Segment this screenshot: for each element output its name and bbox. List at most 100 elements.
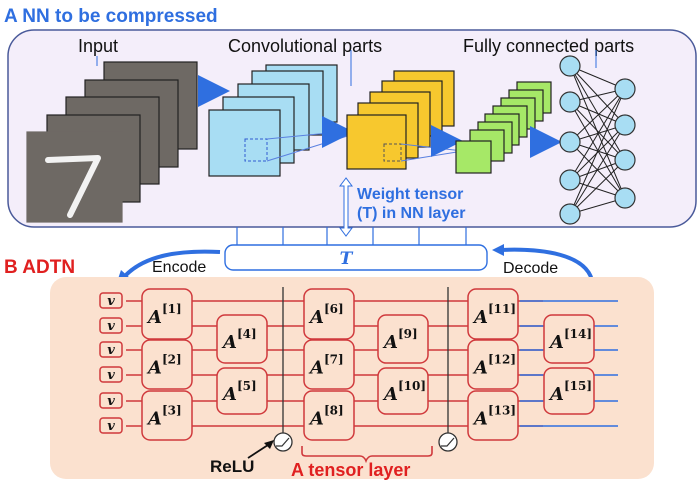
node-index: [13]	[488, 404, 516, 418]
node-index: [9]	[398, 327, 418, 341]
input-vector-v: v	[99, 317, 123, 334]
relu-label: ReLU	[210, 457, 254, 476]
node-label: A	[146, 409, 162, 430]
encode-arrow	[123, 249, 221, 278]
conv-feature-maps-blue	[208, 64, 338, 177]
receptive-field-box	[383, 143, 402, 162]
neuron	[614, 78, 636, 100]
node-index: [7]	[324, 353, 344, 367]
fc-connection	[569, 101, 626, 199]
node-label: A	[146, 307, 162, 328]
conv-label: Convolutional parts	[228, 36, 382, 56]
tensor-T-symbol: T	[340, 249, 354, 269]
tensor-node-A15: A[15]	[543, 367, 595, 415]
input-vector-v: v	[99, 341, 123, 358]
tensor-node-A5: A[5]	[216, 367, 268, 415]
v-label: v	[107, 394, 115, 409]
input-vector-v: v	[99, 292, 123, 309]
fc-connection	[569, 65, 626, 199]
neuron	[559, 55, 581, 77]
digit-seven-glyph	[45, 155, 101, 218]
node-label: A	[308, 358, 324, 379]
node-index: [5]	[237, 379, 257, 393]
node-index: [1]	[162, 302, 182, 316]
input-vector-v: v	[99, 366, 123, 383]
weight-tensor-label: Weight tensor	[357, 186, 463, 203]
decode-arrowhead	[492, 244, 504, 256]
tensor-node-A12: A[12]	[467, 339, 519, 390]
node-label: A	[221, 384, 237, 405]
node-label: A	[221, 332, 237, 353]
input-feature-maps	[26, 61, 198, 223]
node-index: [6]	[324, 302, 344, 316]
decode-arrow	[499, 247, 594, 281]
tensor-node-A8: A[8]	[303, 390, 355, 441]
tensor-node-A13: A[13]	[467, 390, 519, 441]
node-index: [14]	[564, 327, 592, 341]
neuron	[614, 187, 636, 209]
v-label: v	[107, 419, 115, 434]
tensor-node-A1: A[1]	[141, 288, 193, 340]
node-index: [8]	[324, 404, 344, 418]
neuron	[559, 91, 581, 113]
node-index: [11]	[488, 302, 516, 316]
encode-label: Encode	[152, 259, 206, 276]
fc-connection	[569, 88, 626, 215]
tensor-node-A10: A[10]	[377, 367, 429, 415]
fully-connected-network	[559, 55, 636, 225]
panel-b-heading: B ADTN	[4, 257, 75, 278]
node-label: A	[548, 332, 564, 353]
v-label: v	[107, 319, 115, 334]
panel-a-heading: A NN to be compressed	[4, 6, 218, 27]
fc-connection	[569, 124, 626, 215]
relu-curve	[441, 437, 455, 447]
neuron	[559, 169, 581, 191]
node-label: A	[308, 409, 324, 430]
node-label: A	[382, 384, 398, 405]
neuron	[614, 114, 636, 136]
fc-connection	[569, 88, 626, 143]
neuron	[614, 149, 636, 171]
node-label: A	[382, 332, 398, 353]
relu-icon	[438, 432, 458, 452]
v-label: v	[107, 368, 115, 383]
node-label: A	[472, 409, 488, 430]
node-label: A	[472, 307, 488, 328]
neuron	[559, 203, 581, 225]
tensor-node-A3: A[3]	[141, 390, 193, 441]
tensor-node-A7: A[7]	[303, 339, 355, 390]
decode-label: Decode	[503, 260, 558, 277]
node-index: [2]	[162, 353, 182, 367]
tensor-T-box	[224, 244, 488, 271]
conv-feature-maps-yellow	[346, 70, 455, 170]
tensor-node-A14: A[14]	[543, 314, 595, 364]
node-label: A	[146, 358, 162, 379]
conv-feature-maps-green	[455, 81, 552, 174]
input-vector-v: v	[99, 417, 123, 434]
tensor-node-A6: A[6]	[303, 288, 355, 340]
double-arrow-icon	[339, 177, 353, 237]
input-vector-v: v	[99, 392, 123, 409]
tensor-legs	[236, 227, 467, 245]
relu-pointer-arrowhead	[264, 440, 274, 449]
fc-connection	[569, 88, 626, 181]
node-label: A	[548, 384, 564, 405]
tensor-layer-brace	[301, 446, 433, 464]
v-label: v	[107, 294, 115, 309]
node-label: A	[472, 358, 488, 379]
tensor-node-A2: A[2]	[141, 339, 193, 390]
tensor-network-nodes: vvvvvvA[1]A[2]A[3]A[4]A[5]A[6]A[7]A[8]A[…	[99, 288, 595, 441]
fc-label: Fully connected parts	[463, 36, 634, 56]
node-label: A	[308, 307, 324, 328]
receptive-field-box	[244, 138, 268, 162]
node-index: [12]	[488, 353, 516, 367]
node-index: [10]	[398, 379, 426, 393]
fc-connection	[569, 101, 626, 161]
tensor-node-A4: A[4]	[216, 314, 268, 364]
relu-icon	[273, 432, 293, 452]
node-index: [15]	[564, 379, 592, 393]
tensor-node-A11: A[11]	[467, 288, 519, 340]
node-index: [4]	[237, 327, 257, 341]
